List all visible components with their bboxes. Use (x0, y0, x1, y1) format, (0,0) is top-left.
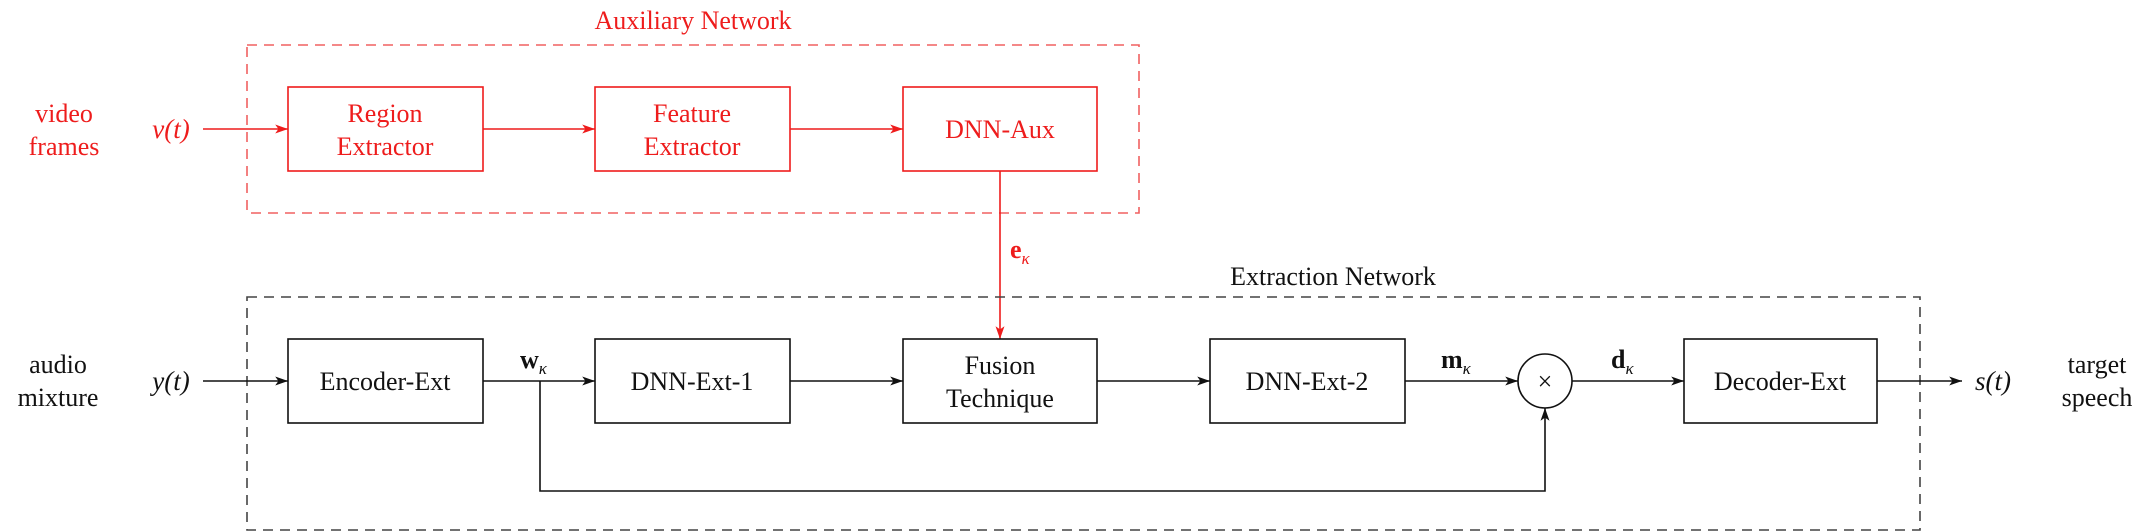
embedding-signal-label: eκ (1010, 235, 1031, 268)
video-input-signal: v(t) (152, 114, 189, 144)
extraction-network-boundary (246, 296, 1921, 531)
audio-input-signal: y(t) (149, 366, 189, 396)
skip-connection-arrow (539, 381, 1550, 492)
auxiliary-network: Auxiliary Network video frames v(t) Regi… (29, 6, 1140, 339)
block-fusion-technique[interactable]: Fusion Technique (902, 338, 1098, 424)
audio-mixture-label-line2: mixture (18, 383, 99, 412)
block-label: Fusion (965, 351, 1036, 380)
block-encoder-ext[interactable]: Encoder-Ext (287, 338, 484, 424)
block-label: Decoder-Ext (1714, 367, 1847, 396)
block-dnn-ext-1[interactable]: DNN-Ext-1 (594, 338, 791, 424)
block-decoder-ext[interactable]: Decoder-Ext (1683, 338, 1878, 424)
block-dnn-ext-2[interactable]: DNN-Ext-2 (1209, 338, 1406, 424)
audio-mixture-label-line1: audio (29, 350, 87, 379)
target-speech-label-line2: speech (2062, 383, 2133, 412)
d-signal-label: dκ (1611, 345, 1634, 378)
block-region-extractor[interactable]: Region Extractor (287, 86, 484, 172)
multiplier-node[interactable]: × (1517, 353, 1573, 409)
block-label: Feature (653, 99, 731, 128)
block-label: Technique (946, 384, 1054, 413)
block-feature-extractor[interactable]: Feature Extractor (594, 86, 791, 172)
target-speech-label-line1: target (2068, 350, 2127, 379)
video-frames-label-line2: frames (29, 132, 100, 161)
block-label: Encoder-Ext (320, 367, 452, 396)
m-signal-label: mκ (1441, 345, 1472, 378)
w-signal-label: wκ (520, 345, 548, 378)
video-frames-label-line1: video (35, 99, 93, 128)
block-label: DNN-Ext-1 (631, 367, 754, 396)
auxiliary-network-title: Auxiliary Network (594, 6, 791, 35)
extraction-network: Extraction Network audio mixture y(t) En… (18, 262, 2133, 531)
block-label: Extractor (644, 132, 741, 161)
block-label: DNN-Ext-2 (1246, 367, 1369, 396)
output-signal: s(t) (1975, 366, 2011, 396)
block-label: Extractor (337, 132, 434, 161)
block-label: Region (347, 99, 422, 128)
auxiliary-network-boundary (246, 44, 1140, 214)
block-label: DNN-Aux (945, 115, 1055, 144)
extraction-network-title: Extraction Network (1230, 262, 1436, 291)
block-dnn-aux[interactable]: DNN-Aux (902, 86, 1098, 172)
multiply-icon: × (1538, 367, 1553, 396)
